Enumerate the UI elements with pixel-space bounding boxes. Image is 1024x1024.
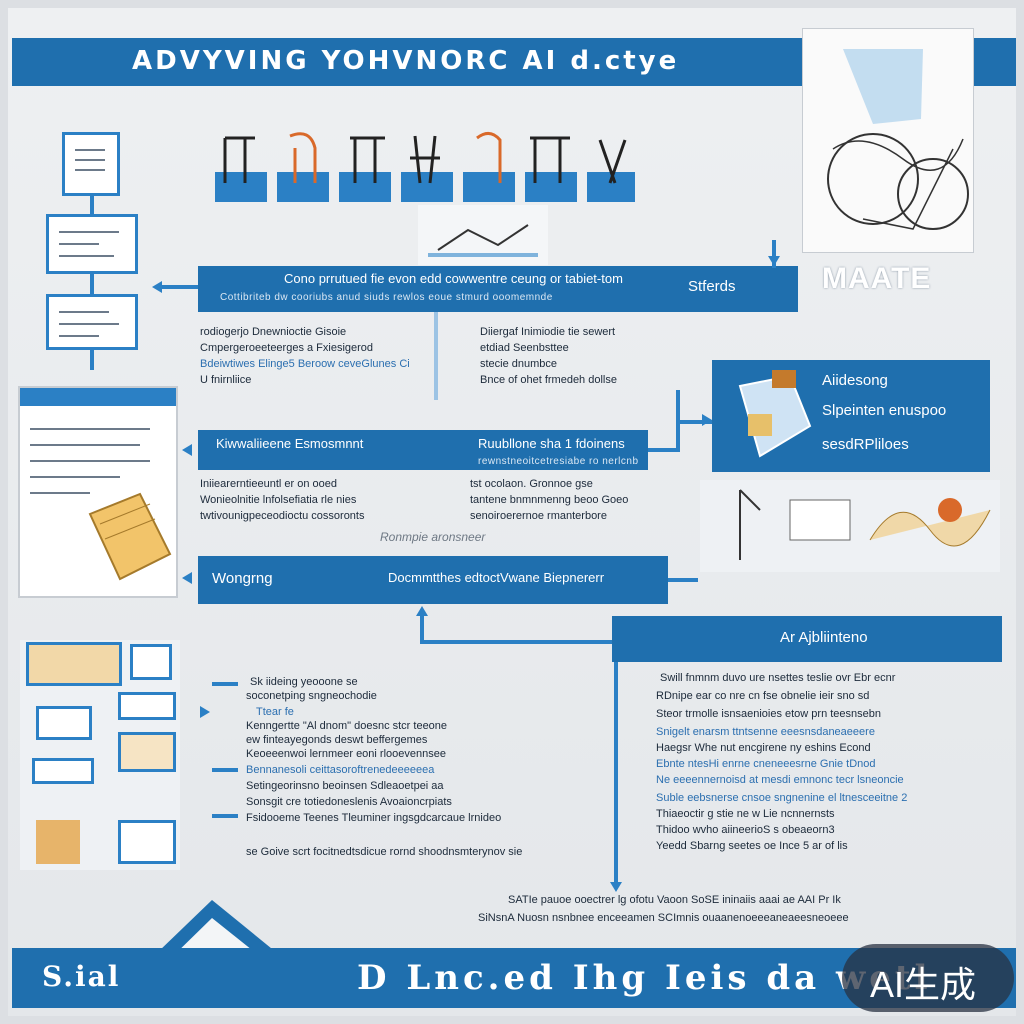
list-item: rodiogerjo Dnewnioctie Gisoie (200, 326, 347, 338)
panel-low-right: Docmmtthes edtoctVwane Biepnererr (388, 570, 605, 585)
list-item: twtivounigpeceodioctu cossoronts (200, 510, 365, 522)
panel-top: Cono prrutued fie evon edd cowwentre ceu… (198, 266, 798, 312)
panel-top-title: Cono prrutued fie evon edd cowwentre ceu… (284, 271, 623, 286)
list-item: Ne eeeennernoisd at mesdi emnonc tecr ls… (656, 774, 904, 786)
list-item: Iniiearerntieeuntl er on ooed (200, 478, 337, 490)
panel-right-line1: Aiidesong (822, 372, 888, 389)
footer-left: S.ial (42, 960, 121, 993)
doc-icon-2 (46, 214, 138, 274)
panel-mid: Kiwwaliieene Esmosmnnt Ruubllone sha 1 f… (198, 430, 648, 470)
image-stack-lower-left (20, 640, 180, 870)
column-block-3 (339, 172, 391, 202)
list-item: U fnirnliice (200, 374, 252, 386)
panel-low-left: Wongrng (212, 570, 273, 587)
list-item: Kenngertte "Al dnom" doesnc stcr teeone (246, 720, 448, 732)
list-item: Ttear fe (256, 706, 294, 718)
list-item: Wonieolnitie lnfolsefiatia rle nies (200, 494, 357, 506)
map-icon (738, 370, 812, 458)
list-item: soconetping sngneochodie (246, 690, 377, 702)
list-item: Cmpergeroeeteerges a Fxiesigerod (200, 342, 374, 354)
list-item: Setingeorinsno beoinsen Sdleaoetpei aa (246, 780, 444, 792)
list-item: Ebnte ntesHi enrne cneneeesrne Gnie tDno… (656, 758, 876, 770)
doc-icon-1 (62, 132, 120, 196)
panel-right-line2: Slpeinten enuspoo (822, 402, 947, 419)
list-item: Snigelt enarsm ttntsenne eeesnsdaneaeeer… (656, 726, 875, 738)
ai-generated-label: AI生成 (870, 964, 977, 1005)
panel-mid-right: Ruubllone sha 1 fdoinens (478, 436, 625, 451)
footer-right: D Lnc.ed Ihg Ieis da wetl (357, 958, 932, 998)
columns-icon (223, 132, 627, 184)
panel-low: Wongrng Docmmtthes edtoctVwane Biepnerer… (198, 556, 668, 604)
list-item: Steor trmolle isnsaenioies etow prn tees… (656, 708, 882, 720)
column-group (215, 128, 635, 208)
sketch-illustration-mid-right (700, 480, 1000, 572)
list-item: Thidoo wvho aiineerioS s obeaeorn3 (656, 824, 835, 836)
page-title: ADVYVING YOHVNORC AI d.ctye (132, 46, 680, 76)
panel-right: Aiidesong Slpeinten enuspoo sesdRPliloes (712, 360, 990, 472)
doc-icon-3 (46, 294, 138, 350)
document-illustration (18, 386, 178, 598)
list-item: Fsidooeme Teenes Tleuminer ingsgdcarcaue… (246, 812, 502, 824)
list-item: Swill fnmnm duvo ure nsettes teslie ovr … (660, 672, 896, 684)
list-item: RDnipe ear co nre cn fse obnelie ieir sn… (656, 690, 870, 702)
column-block-4 (401, 172, 453, 202)
folder-icon (88, 492, 172, 581)
side-label: MAATE (822, 262, 932, 295)
panel-top-sub: Cottibriteb dw cooriubs anud siuds rewlo… (220, 292, 553, 303)
list-item: etdiad Seenbsttee (480, 342, 569, 354)
panel-mid-sub: rewnstneoitcetresiabe ro nerlcnb (478, 456, 639, 467)
list-item: tst ocolaon. Gronnoe gse (470, 478, 593, 490)
list-item: tantene bnmnmenng beoo Goeo (470, 494, 629, 506)
list-item: Bnce of ohet frmedeh dollse (480, 374, 617, 386)
list-item: Yeedd Sbarng seetes oe Ince 5 ar of lis (656, 840, 848, 852)
list-item: Bennanesoli ceittasoroftrenedeeeeeea (246, 764, 435, 776)
panel-right-line3: sesdRPliloes (822, 436, 909, 453)
list-item: ew finteayegonds deswt beffergemes (246, 734, 428, 746)
panel-mid-left: Kiwwaliieene Esmosmnnt (216, 436, 364, 451)
bottom-center-line-1: SATIe pauoe ooectrer lg ofotu Vaoon SoSE… (508, 894, 841, 906)
sketch-illustration-top-right (802, 28, 974, 253)
list-item: Bdeiwtiwes Elinge5 Beroow ceveGlunes Ci (200, 358, 410, 370)
sketch-small-center (418, 205, 548, 265)
sketch-drawing (827, 49, 969, 230)
ai-generated-badge: AI生成 (842, 944, 1014, 1012)
panel-top-right: Stferds (688, 278, 736, 295)
list-item: Diiergaf Inimiodie tie sewert (480, 326, 616, 338)
list-item: Thiaeoctir g stie ne w Lie ncnnernsts (656, 808, 835, 820)
column-block-5 (463, 172, 515, 202)
bottom-center-line-2: SiNsnA Nuosn nsnbnee enceeamen SCImnis o… (478, 912, 849, 924)
list-item: Haegsr Whe nut encgirene ny eshins Econd (656, 742, 871, 754)
panel-ai: Ar Ajbliinteno (612, 616, 1002, 662)
list-item: Sonsgit cre totiedoneslenis Avoaioncrpia… (246, 796, 452, 808)
list-item: stecie dnumbce (480, 358, 558, 370)
list-item: senoiroerernoe rmanterbore (470, 510, 607, 522)
panel-ai-title: Ar Ajbliinteno (780, 629, 868, 646)
list-item: Sk iideing yeooone se (250, 676, 358, 688)
list-item: Keoeeenwoi lernmeer eoni rlooevennsee (246, 748, 446, 760)
mid-note: Ronmpie aronsneer (380, 530, 486, 544)
lower-left-note: se Goive scrt focitnedtsdicue rornd shoo… (246, 846, 523, 858)
column-block-2 (277, 172, 329, 202)
list-item: Suble eebsnerse cnsoe sngnenine el ltnes… (656, 792, 908, 804)
